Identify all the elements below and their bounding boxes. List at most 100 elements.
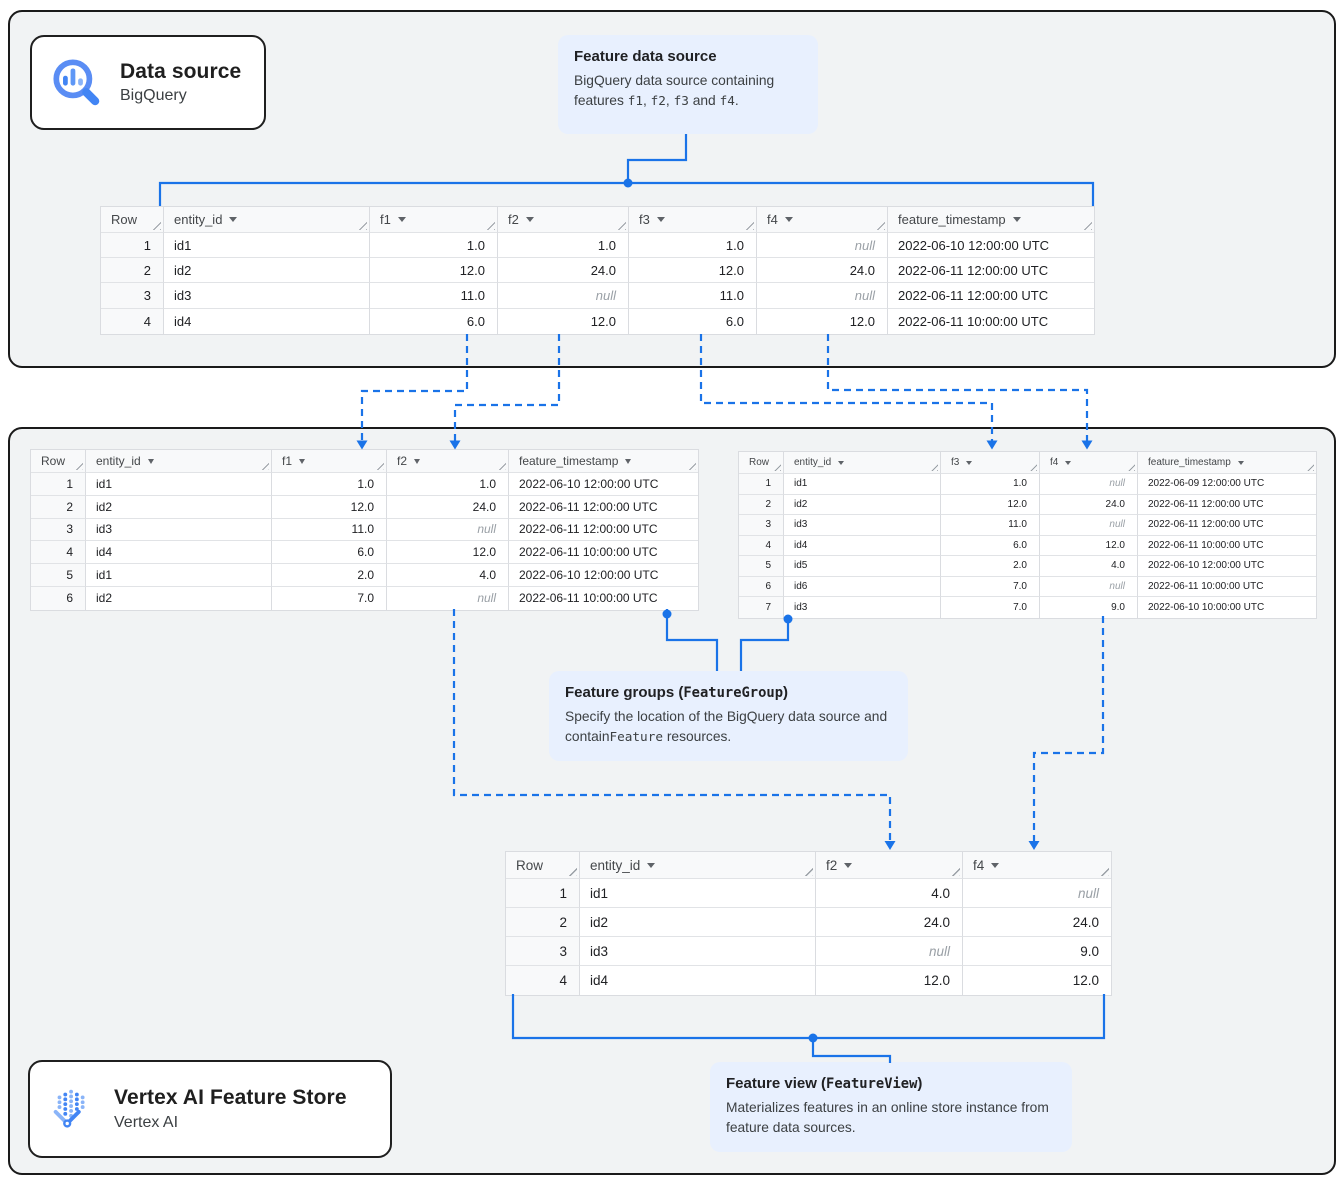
cell: 11.0 [272, 518, 387, 542]
resize-grip-icon[interactable] [744, 220, 754, 230]
column-header-f1[interactable]: f1 [370, 207, 498, 233]
cell: 2022-06-10 10:00:00 UTC [1148, 601, 1265, 613]
cell: 12.0 [816, 966, 963, 995]
resize-grip-icon[interactable] [357, 220, 367, 230]
cell: 2022-06-11 10:00:00 UTC [1138, 536, 1316, 556]
column-label: f3 [951, 457, 960, 468]
resize-grip-icon[interactable] [375, 461, 384, 470]
dropdown-caret-icon[interactable] [966, 460, 973, 465]
row-number: 1 [31, 473, 86, 496]
resize-grip-icon[interactable] [616, 220, 626, 230]
column-header-feature_timestamp[interactable]: feature_timestamp [888, 207, 1094, 233]
resize-grip-icon[interactable] [1099, 866, 1109, 876]
cell: 7.0 [272, 586, 387, 610]
column-header-entity_id[interactable]: entity_id [580, 852, 816, 879]
cell: id2 [86, 586, 272, 610]
cell: null [498, 283, 629, 309]
text: and [688, 92, 720, 108]
column-header-feature_timestamp[interactable]: feature_timestamp [509, 450, 698, 473]
dropdown-caret-icon[interactable] [397, 217, 406, 222]
dropdown-caret-icon[interactable] [1065, 460, 1072, 465]
cell: 2022-06-11 10:00:00 UTC [519, 591, 658, 606]
column-header-f4[interactable]: f4 [1040, 452, 1138, 474]
column-label: f4 [767, 212, 778, 227]
cell: 2.0 [941, 556, 1040, 577]
column-header-entity_id[interactable]: entity_id [784, 452, 941, 474]
text: Feature view ( [726, 1075, 827, 1092]
dropdown-caret-icon[interactable] [844, 862, 853, 868]
cell: 1.0 [370, 233, 498, 259]
dropdown-caret-icon[interactable] [991, 862, 1000, 868]
cell: id4 [784, 535, 941, 556]
column-header-f4[interactable]: f4 [757, 207, 888, 233]
cell: 11.0 [370, 283, 498, 309]
resize-grip-icon[interactable] [260, 461, 269, 470]
resize-grip-icon[interactable] [1030, 464, 1037, 471]
dropdown-caret-icon[interactable] [625, 458, 632, 464]
resize-grip-icon[interactable] [1128, 464, 1135, 471]
feature-view-callout: Feature view (FeatureView) Materializes … [710, 1062, 1072, 1152]
resize-grip-icon[interactable] [687, 461, 696, 470]
column-header-f1[interactable]: f1 [272, 450, 387, 473]
resize-grip-icon[interactable] [74, 461, 83, 470]
cell: id3 [164, 283, 370, 309]
cell: 1.0 [272, 473, 387, 496]
column-header-f3[interactable]: f3 [629, 207, 757, 233]
code-text: FeatureGroup [683, 685, 784, 701]
dropdown-caret-icon[interactable] [525, 217, 534, 222]
cell: 1.0 [498, 233, 629, 259]
column-header-entity_id[interactable]: entity_id [164, 207, 370, 233]
dropdown-caret-icon[interactable] [414, 458, 421, 464]
cell: 6.0 [629, 308, 757, 334]
column-header-entity_id[interactable]: entity_id [86, 450, 272, 473]
column-header-f2[interactable]: f2 [816, 852, 963, 879]
resize-grip-icon[interactable] [1082, 220, 1092, 230]
resize-grip-icon[interactable] [931, 464, 938, 471]
cell: 6.0 [370, 308, 498, 334]
cell: 6.0 [941, 535, 1040, 556]
cell: 24.0 [498, 258, 629, 284]
column-header-f2[interactable]: f2 [498, 207, 629, 233]
cell: id6 [784, 576, 941, 597]
cell: null [387, 518, 509, 542]
column-label: entity_id [794, 457, 832, 468]
cell: id4 [164, 308, 370, 334]
cell: id2 [784, 494, 941, 515]
row-number: 4 [739, 535, 784, 556]
dropdown-caret-icon[interactable] [656, 217, 665, 222]
resize-grip-icon[interactable] [151, 220, 161, 230]
dropdown-caret-icon[interactable] [1012, 217, 1021, 222]
dropdown-caret-icon[interactable] [647, 862, 656, 868]
column-header-f4[interactable]: f4 [963, 852, 1111, 879]
column-label: Row [749, 457, 770, 468]
column-label: entity_id [96, 454, 141, 468]
column-header-f2[interactable]: f2 [387, 450, 509, 473]
dropdown-caret-icon[interactable] [147, 458, 154, 464]
dropdown-caret-icon[interactable] [1237, 460, 1244, 465]
dropdown-caret-icon[interactable] [229, 217, 238, 222]
cell: 12.0 [272, 495, 387, 519]
dropdown-caret-icon[interactable] [784, 217, 793, 222]
resize-grip-icon[interactable] [497, 461, 506, 470]
resize-grip-icon[interactable] [1307, 464, 1314, 471]
resize-grip-icon[interactable] [774, 464, 781, 471]
feature-store-title: Vertex AI Feature Store [114, 1086, 347, 1110]
dropdown-caret-icon[interactable] [838, 460, 845, 465]
column-header-feature_timestamp[interactable]: feature_timestamp [1138, 452, 1316, 474]
resize-grip-icon[interactable] [567, 866, 577, 876]
column-header-f3[interactable]: f3 [941, 452, 1040, 474]
resize-grip-icon[interactable] [875, 220, 885, 230]
resize-grip-icon[interactable] [485, 220, 495, 230]
resize-grip-icon[interactable] [803, 866, 813, 876]
column-header-Row: Row [739, 452, 784, 474]
resize-grip-icon[interactable] [950, 866, 960, 876]
dropdown-caret-icon[interactable] [299, 458, 306, 464]
cell: 2022-06-11 12:00:00 UTC [509, 519, 698, 542]
